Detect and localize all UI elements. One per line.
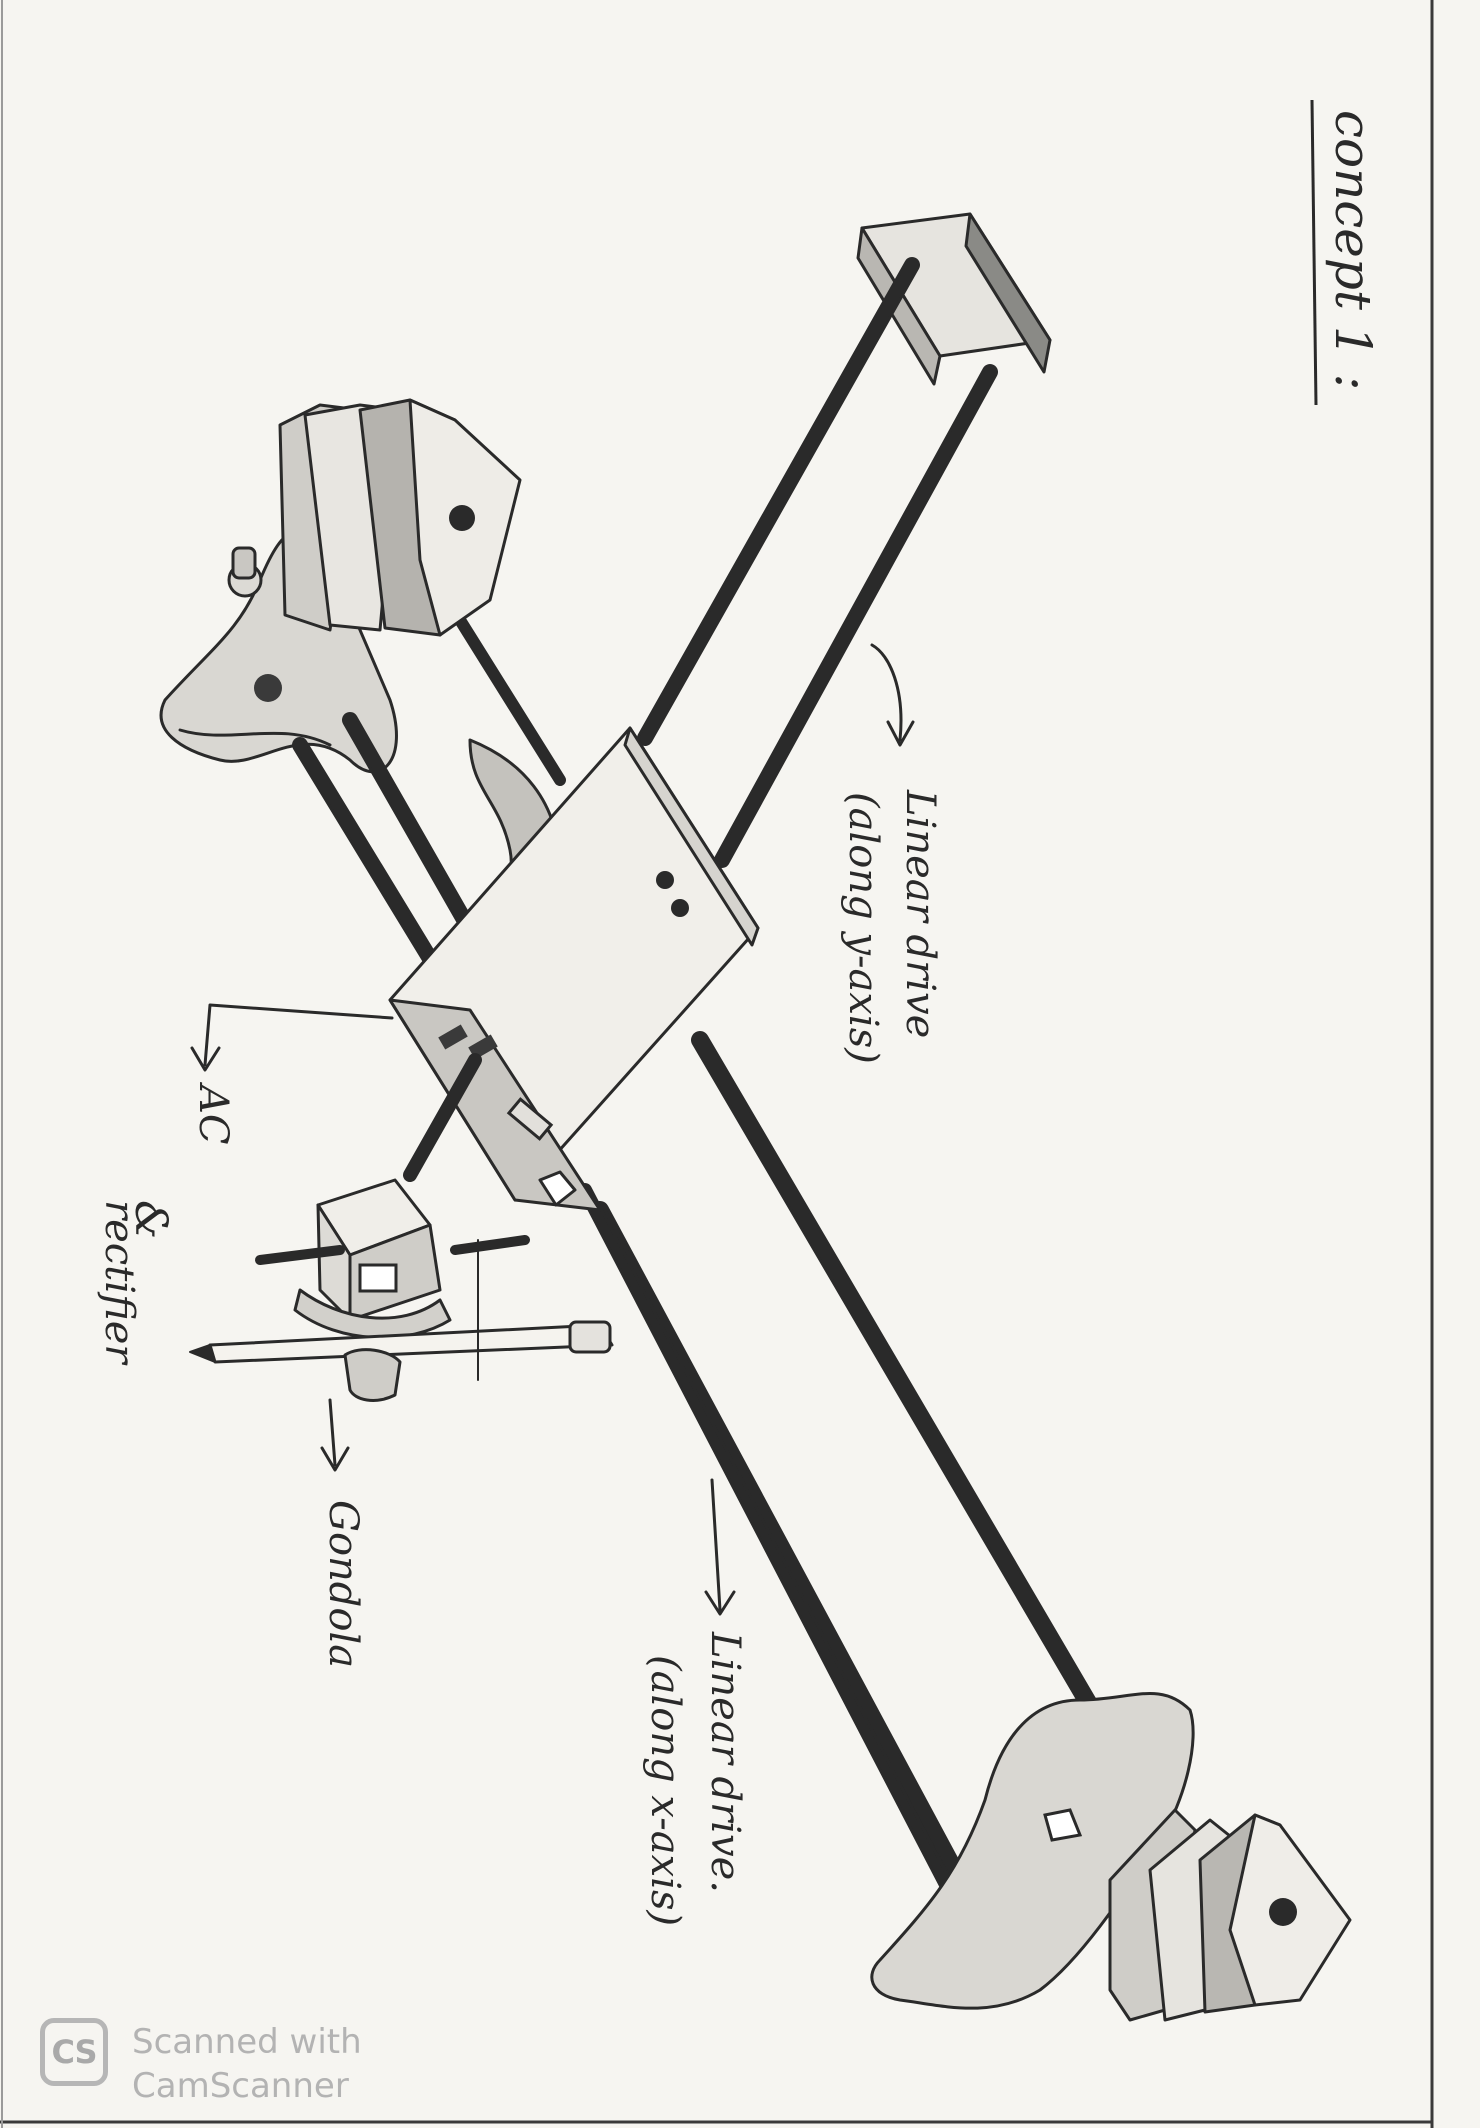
gondola: [190, 1180, 612, 1400]
x-drive-label-line1: Linear drive.: [702, 1631, 748, 1893]
page-title-group: concept 1 :: [1324, 110, 1382, 390]
x-drive-label-line2: (along x-axis): [642, 1655, 688, 1926]
y-axis-drive: [645, 214, 1050, 860]
screw-icon: [671, 899, 689, 917]
motor-shaft-icon: [449, 505, 475, 531]
watermark-text: Scanned with CamScanner: [132, 2020, 362, 2108]
gondola-label: Gondola: [320, 1500, 366, 1668]
camscanner-logo-icon: CS: [40, 2018, 108, 2086]
callout-y-drive: Linear drive (along y-axis): [840, 645, 943, 1064]
watermark-logo-text: CS: [51, 2033, 96, 2071]
callout-x-drive: Linear drive. (along x-axis): [642, 1480, 748, 1926]
title-underline: [1312, 100, 1316, 405]
ac-label-line1: AC: [190, 1081, 236, 1145]
motor-shaft-icon: [1269, 1898, 1297, 1926]
page-title: concept 1 :: [1324, 110, 1382, 390]
y-drive-label-line2: (along y-axis): [840, 792, 886, 1064]
center-carriage: [390, 728, 758, 1210]
screw-icon: [656, 871, 674, 889]
watermark-line2: CamScanner: [132, 2064, 362, 2108]
watermark-line1: Scanned with: [132, 2020, 362, 2064]
ac-label-line3: rectifier: [96, 1200, 142, 1366]
callout-gondola: Gondola: [320, 1400, 366, 1668]
y-drive-label-line1: Linear drive: [897, 789, 943, 1038]
bolt-icon: [254, 674, 282, 702]
